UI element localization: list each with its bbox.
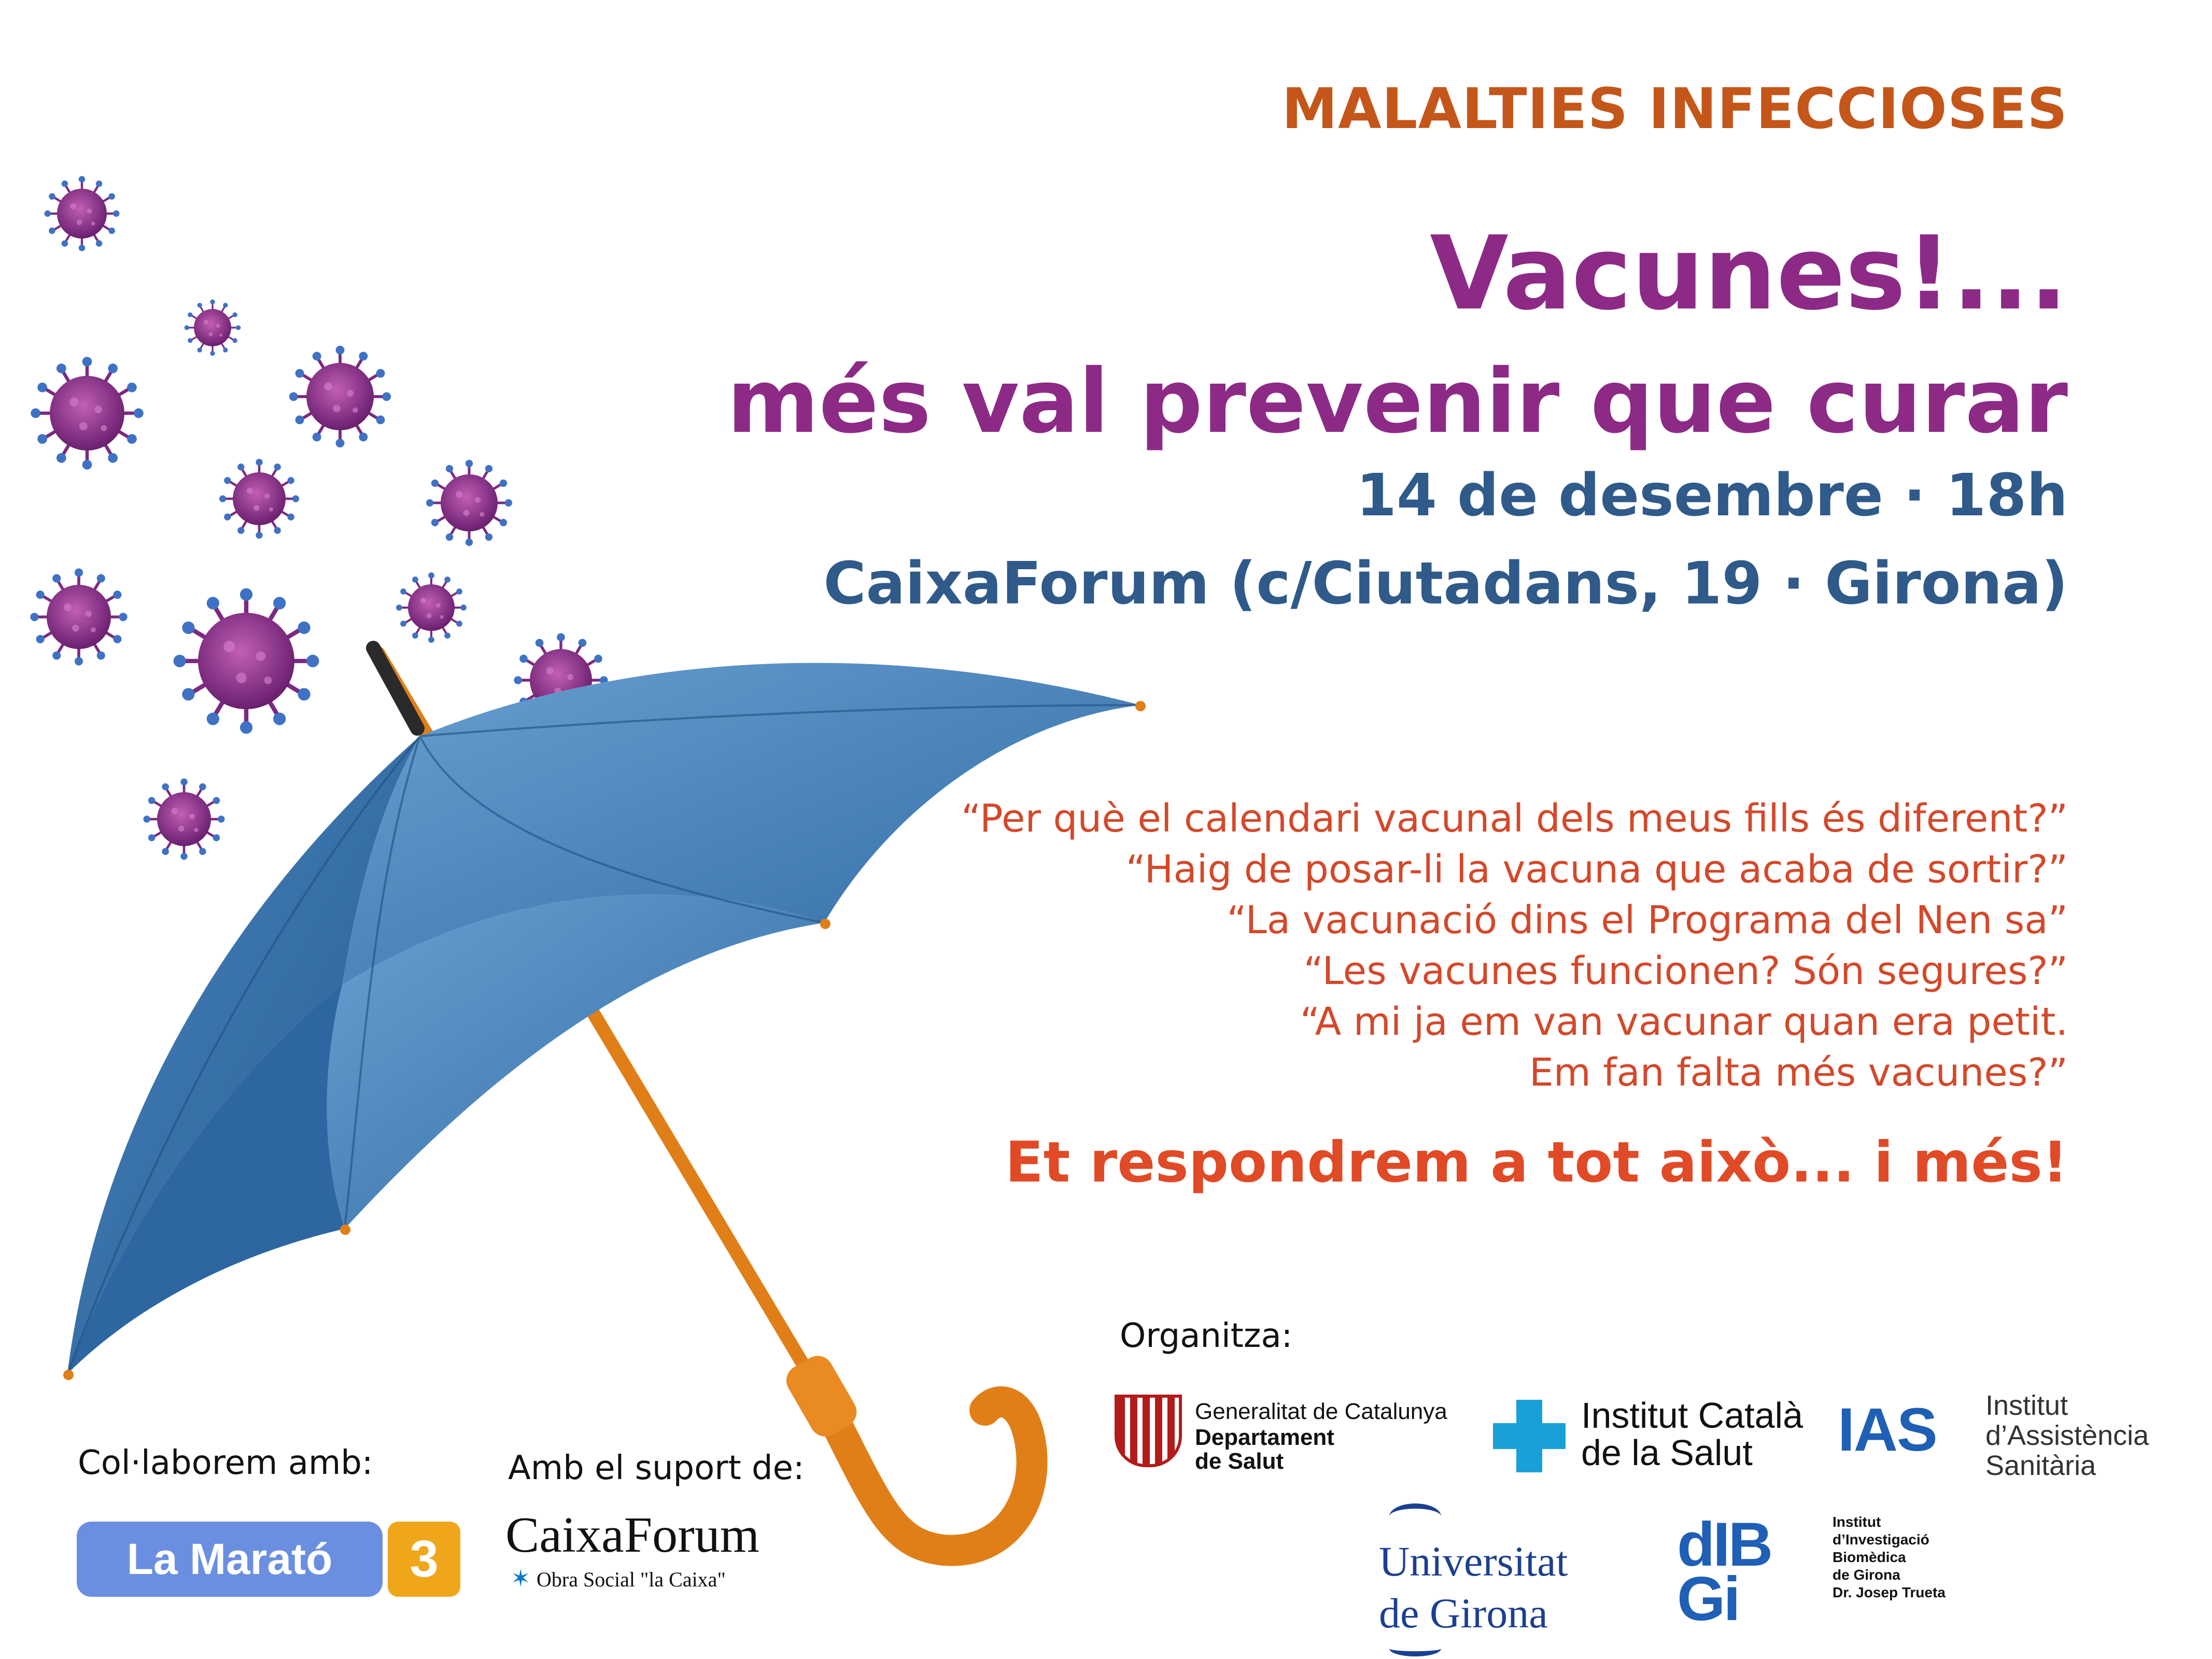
gencat-line2: Departament xyxy=(1195,1425,1334,1450)
caixaforum-subtitle: Obra Social "la Caixa" xyxy=(537,1568,726,1591)
idibgi-line4: de Girona xyxy=(1833,1567,1900,1583)
idibgi-mark-line2: Gi xyxy=(1677,1564,1741,1634)
caixa-star-icon: ✶ xyxy=(511,1564,531,1592)
medical-cross-icon xyxy=(1493,1400,1566,1472)
ias-logo: IAS Institut d’Assistència Sanitària xyxy=(1838,1389,2211,1483)
gencat-line3: de Salut xyxy=(1195,1449,1284,1474)
idibgi-mark-line1: dIB xyxy=(1677,1510,1773,1579)
organizer-label: Organitza: xyxy=(1120,1317,1293,1355)
ics-line2: de la Salut xyxy=(1581,1432,1753,1473)
idibgi-mark: dIB Gi xyxy=(1677,1510,1817,1634)
section-kicker: MALALTIES INFECCIOSES xyxy=(1281,77,2068,142)
support-label: Amb el suport de: xyxy=(508,1449,805,1487)
udg-logo: Universitat de Girona xyxy=(1379,1503,1607,1659)
gencat-line1: Generalitat de Catalunya xyxy=(1195,1399,1447,1424)
collaborate-label: Col·laborem amb: xyxy=(78,1444,373,1482)
answer-tagline: Et respondrem a tot això... i més! xyxy=(1005,1130,2068,1195)
question-item: “La vacunació dins el Programa del Nen s… xyxy=(1227,898,2068,943)
ics-logo: Institut Català de la Salut xyxy=(1493,1395,1804,1473)
event-title-line1: Vacunes!... xyxy=(1430,215,2068,333)
gencat-logo: Generalitat de Catalunya Departament de … xyxy=(1115,1389,1477,1474)
ias-line2: d’Assistència xyxy=(1985,1420,2149,1451)
umbrella-illustration xyxy=(0,0,1146,1566)
umbrella-canopy xyxy=(63,663,1146,1380)
question-item: “Haig de posar-li la vacuna que acaba de… xyxy=(1125,847,2068,892)
caixaforum-wordmark: CaixaForum xyxy=(505,1507,759,1563)
idibgi-logo: dIB Gi Institut d’Investigació Biomèdica… xyxy=(1677,1510,1967,1634)
event-date-time: 14 de desembre · 18h xyxy=(1356,462,2068,529)
senyera-shield-icon xyxy=(1115,1395,1182,1467)
questions-list: “Per què el calendari vacunal dels meus … xyxy=(772,793,2068,1098)
udg-arc-icon xyxy=(1389,1503,1441,1529)
udg-line1: Universitat xyxy=(1379,1538,1568,1585)
ias-line1: Institut xyxy=(1985,1390,2068,1421)
idibgi-line1: Institut xyxy=(1833,1514,1881,1530)
caixaforum-logo: CaixaForum ✶ Obra Social "la Caixa" xyxy=(505,1506,796,1599)
question-item: “Per què el calendari vacunal dels meus … xyxy=(961,796,2068,841)
udg-line2: de Girona xyxy=(1379,1590,1548,1637)
idibgi-line5: Dr. Josep Trueta xyxy=(1833,1584,1946,1600)
tv3-logo-icon: 3 xyxy=(388,1522,460,1597)
question-item: “Les vacunes funcionen? Són segures?” xyxy=(1303,949,2068,993)
udg-base-icon xyxy=(1389,1641,1441,1656)
idibgi-line3: Biomèdica xyxy=(1833,1549,1906,1565)
marato-logo: La Marató 3 xyxy=(77,1522,460,1597)
marato-wordmark: La Marató xyxy=(77,1522,383,1597)
ias-mark: IAS xyxy=(1838,1396,1938,1464)
ias-line3: Sanitària xyxy=(1985,1450,2096,1481)
event-title-line2: més val prevenir que curar xyxy=(727,350,2068,453)
question-item: Em fan falta més vacunes?” xyxy=(1529,1050,2068,1095)
idibgi-line2: d’Investigació xyxy=(1833,1531,1929,1548)
ics-line1: Institut Català xyxy=(1581,1395,1803,1436)
question-item: “A mi ja em van vacunar quan era petit. xyxy=(1300,1000,2068,1044)
event-venue: CaixaForum (c/Ciutadans, 19 · Girona) xyxy=(823,550,2068,617)
